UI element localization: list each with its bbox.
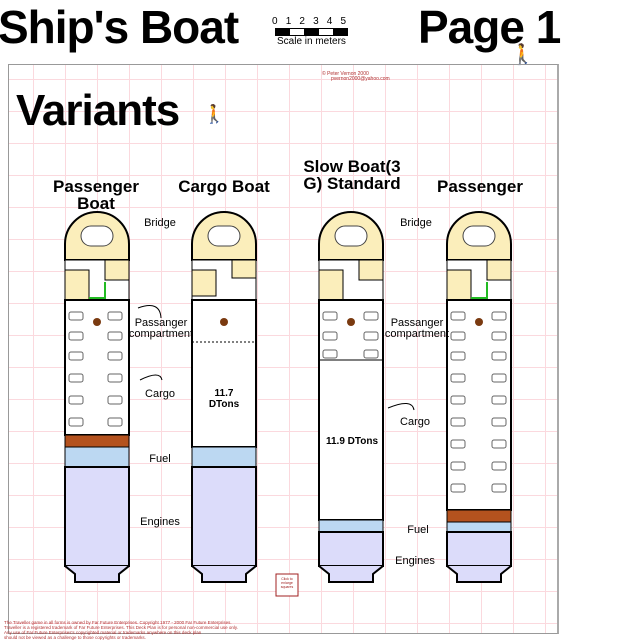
label-passenger: Passanger compartment [128, 317, 194, 340]
page-title: Ship's Boat [0, 1, 239, 53]
credit: © Peter Vernon 2000 pvernon2000@yahoo.co… [322, 72, 390, 82]
scale-tick: 1 [285, 16, 292, 27]
figure-icon: 🚶 [203, 104, 226, 124]
fine-line: The Traveller game in all forms is owned… [4, 620, 232, 625]
scale-tick: 5 [340, 16, 346, 27]
label-fuel: Fuel [407, 524, 429, 536]
label-bridge: Bridge [400, 217, 432, 229]
page-number: Page 1 [418, 1, 561, 53]
stamp-box [275, 573, 299, 597]
scale-tick: 4 [326, 16, 333, 27]
scale-label: Scale in meters [277, 36, 346, 47]
pointer-arrows [137, 305, 415, 411]
ship-title: Passenger Boat [53, 177, 139, 213]
crew-figures [93, 318, 483, 326]
fine-line: Any use of Far Future Enterprises's copy… [4, 630, 202, 635]
section-title: Variants [16, 86, 180, 135]
label-engines: Engines [395, 555, 435, 567]
scale-tick: 0 [272, 16, 278, 27]
cargo-capacity: 11.7 DTons [208, 388, 240, 410]
label-bridge: Bridge [144, 217, 176, 229]
ship-title: Passenger [437, 177, 523, 196]
ship-title: Slow Boat(3 G) Standard [303, 157, 401, 193]
fine-print: The Traveller game in all forms is owned… [4, 620, 264, 640]
label-fuel: Fuel [149, 453, 171, 465]
scale-tick: 3 [313, 16, 319, 27]
label-passenger: Passanger compartment [384, 317, 450, 340]
credit-author: Peter Vernon 2000 [327, 71, 369, 77]
ship-cargo-boat [191, 211, 257, 583]
stamp[interactable]: Click to enlarge squares [280, 577, 294, 589]
ship-title: Cargo Boat [178, 177, 270, 196]
label-engines: Engines [140, 516, 180, 528]
ship-passenger-boat [64, 211, 130, 583]
figure-icon: 🚶 [510, 44, 535, 66]
fine-line: Traveller is a registered trademark of F… [4, 625, 239, 630]
ship-slow-boat [318, 211, 384, 583]
label-cargo: Cargo [400, 416, 430, 428]
credit-email: pvernon2000@yahoo.com [331, 76, 390, 82]
scale-tick: 2 [299, 16, 305, 27]
copyright-icon: © [322, 71, 326, 77]
cargo-capacity: 11.9 DTons [325, 436, 379, 447]
label-cargo: Cargo [145, 388, 175, 400]
fine-line: should not be viewed as a challenge to t… [4, 635, 146, 640]
seats [68, 311, 507, 493]
